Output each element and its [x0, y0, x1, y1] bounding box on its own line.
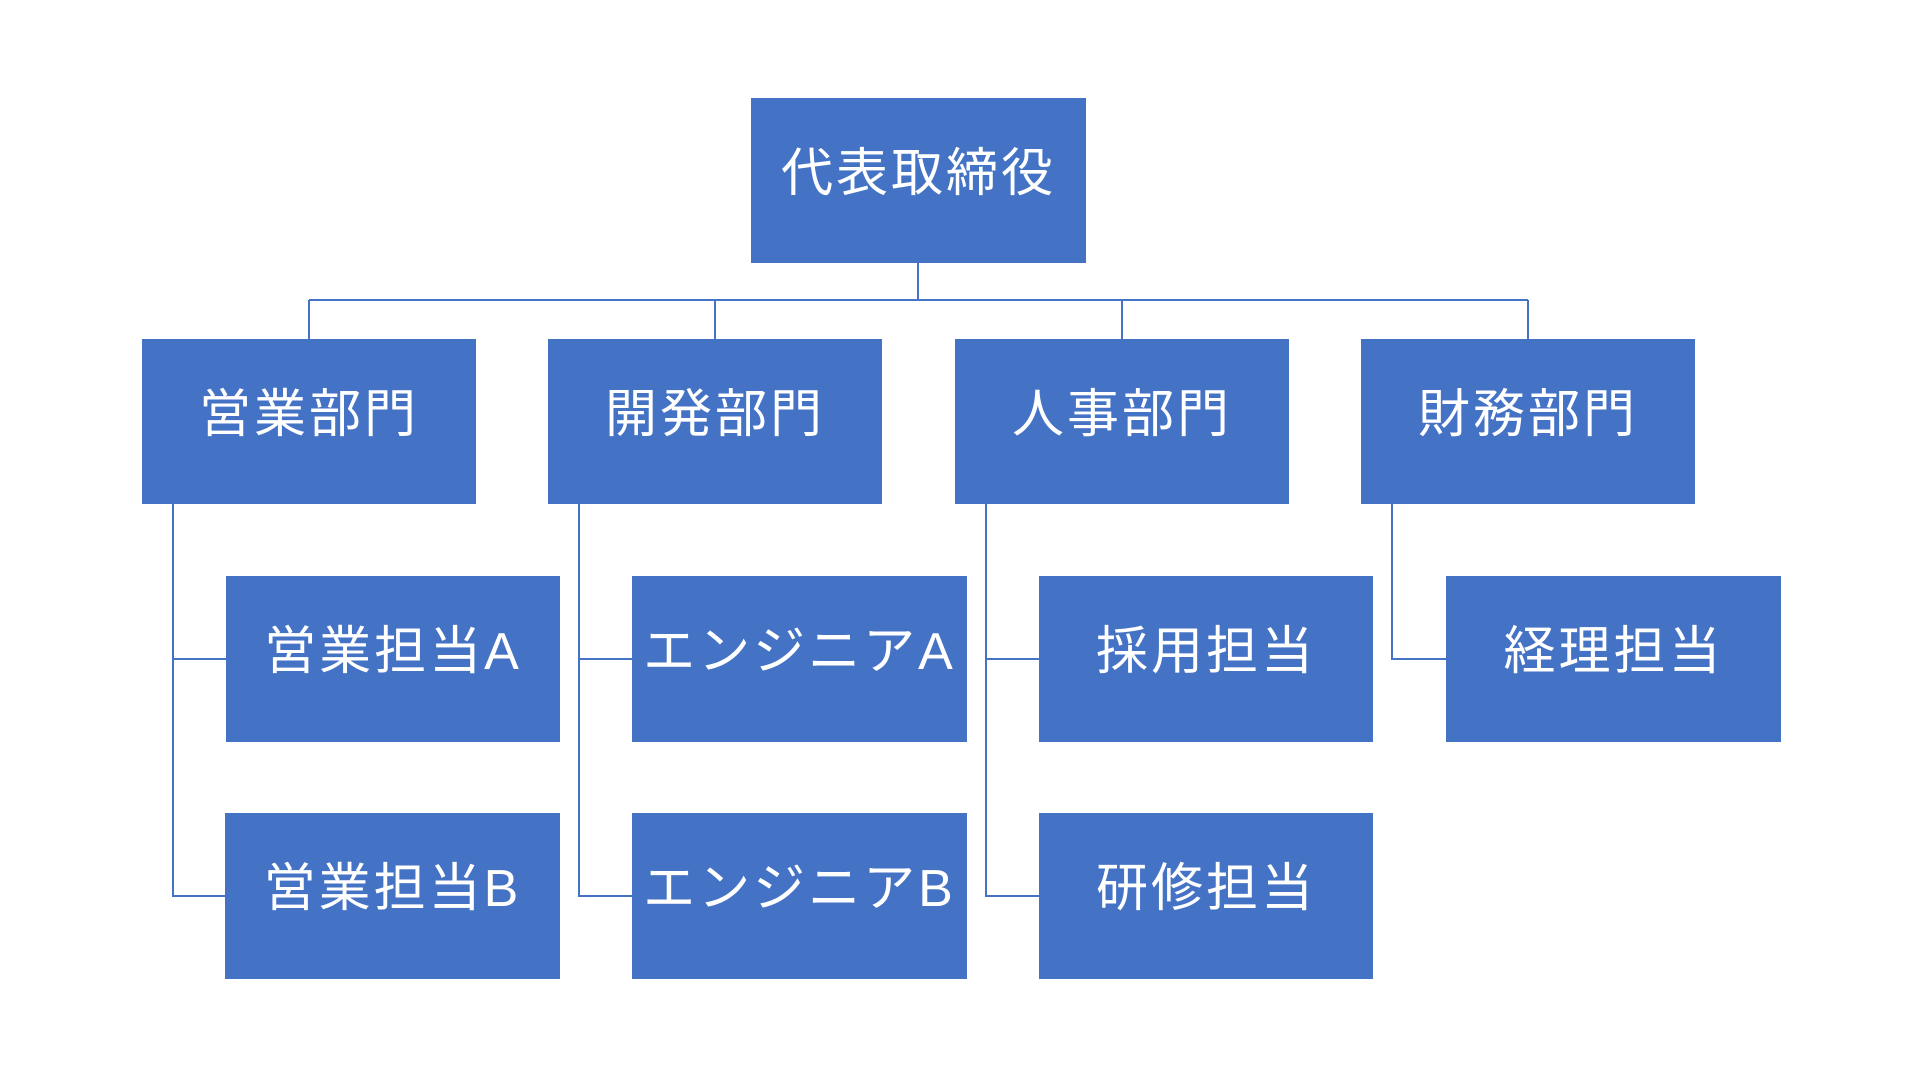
org-node-sales-b: 営業担当B — [225, 813, 560, 979]
org-node-sales-a: 営業担当A — [226, 576, 560, 742]
org-node-hr-dept: 人事部門 — [955, 339, 1289, 504]
org-node-dev-dept: 開発部門 — [548, 339, 882, 504]
org-node-accounting: 経理担当 — [1446, 576, 1781, 742]
org-node-recruiting: 採用担当 — [1039, 576, 1373, 742]
org-node-sales-dept: 営業部門 — [142, 339, 476, 504]
org-node-ceo: 代表取締役 — [751, 98, 1086, 263]
org-node-training: 研修担当 — [1039, 813, 1373, 979]
org-node-engineer-b: エンジニアB — [632, 813, 967, 979]
org-node-engineer-a: エンジニアA — [632, 576, 967, 742]
org-node-finance-dept: 財務部門 — [1361, 339, 1695, 504]
